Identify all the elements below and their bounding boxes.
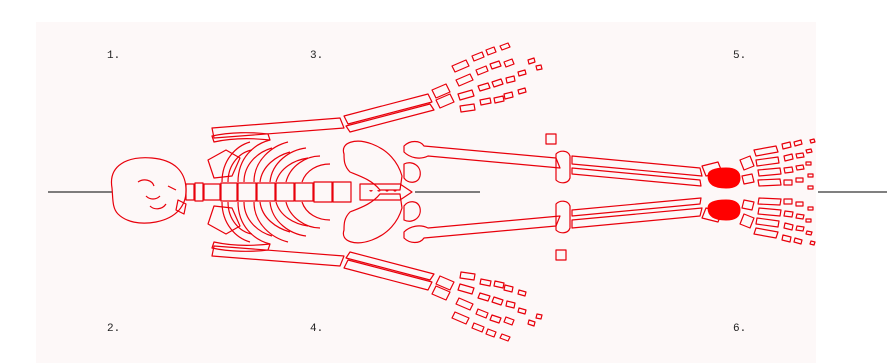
- right-carpals: [432, 276, 454, 300]
- left-phalanges: [472, 43, 542, 105]
- left-humerus: [212, 118, 344, 138]
- left-forearm: [344, 94, 434, 132]
- left-tibia-fibula: [572, 156, 702, 186]
- left-knee: [556, 151, 570, 183]
- right-femur: [404, 216, 560, 243]
- left-carpals: [432, 84, 454, 108]
- cervical-vertebrae: [186, 183, 203, 201]
- spine: [204, 182, 351, 202]
- right-patella: [556, 250, 566, 260]
- left-femur: [404, 142, 560, 169]
- highlight-right-calcaneus: [708, 200, 740, 220]
- right-forearm: [344, 252, 434, 290]
- left-metacarpals: [452, 60, 475, 112]
- highlight-left-calcaneus: [708, 168, 740, 188]
- right-knee: [556, 201, 570, 233]
- sacrum: [360, 184, 412, 200]
- right-metatarsals: [754, 198, 781, 238]
- right-metacarpals: [452, 272, 475, 324]
- right-humerus: [212, 246, 344, 266]
- right-toes: [782, 199, 815, 245]
- left-patella: [546, 134, 556, 144]
- skull: [111, 158, 186, 223]
- left-metatarsals: [754, 146, 781, 186]
- left-toes: [782, 139, 815, 189]
- left-scapula: [208, 150, 240, 178]
- skull-features: [138, 180, 176, 209]
- right-scapula: [208, 206, 240, 234]
- right-phalanges: [472, 279, 542, 341]
- left-ischium: [404, 163, 420, 183]
- left-ilium: [343, 141, 402, 190]
- right-ischium: [404, 202, 420, 222]
- right-tibia-fibula: [572, 198, 702, 228]
- right-ilium: [343, 194, 402, 243]
